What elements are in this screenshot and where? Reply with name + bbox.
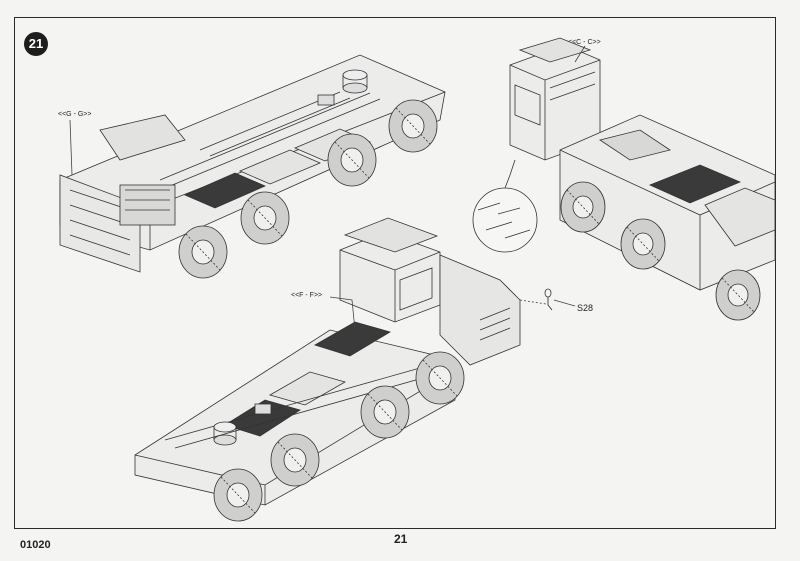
catalog-number: 01020 bbox=[20, 539, 51, 551]
view-label-f-f: <<F - F>> bbox=[291, 292, 323, 299]
truck-illustration-top-right bbox=[472, 37, 776, 321]
page-frame bbox=[14, 17, 776, 529]
step-number-badge: 21 bbox=[24, 32, 48, 56]
truck-illustration-bottom bbox=[134, 217, 576, 522]
truck-illustration-top-left bbox=[59, 54, 446, 279]
view-label-g-g: <<G - G>> bbox=[58, 111, 92, 118]
part-number-label: S28 bbox=[577, 303, 594, 313]
view-label-c-c: <<C - C>> bbox=[568, 39, 601, 46]
page-number: 21 bbox=[394, 532, 408, 546]
